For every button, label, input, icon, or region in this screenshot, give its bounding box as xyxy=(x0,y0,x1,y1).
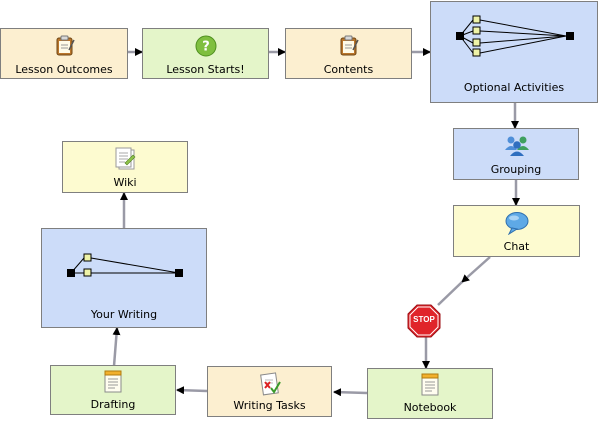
activity-chat[interactable]: Chat xyxy=(453,205,580,257)
activity-label: Lesson Outcomes xyxy=(15,63,113,76)
stop-sign-icon xyxy=(407,304,441,338)
activity-drafting[interactable]: Drafting xyxy=(50,365,176,415)
connector-writing-tasks-to-drafting xyxy=(176,386,208,395)
activity-wiki[interactable]: Wiki xyxy=(62,141,188,193)
notepad-icon xyxy=(340,35,359,56)
document-icon xyxy=(115,147,136,170)
notepad-lines-icon xyxy=(421,373,439,396)
people-group-icon xyxy=(505,136,529,156)
activity-label: Your Writing xyxy=(90,308,158,321)
activity-contents[interactable]: Contents xyxy=(285,28,412,79)
activity-grouping[interactable]: Grouping xyxy=(453,128,579,180)
activity-label: Notebook xyxy=(403,401,457,414)
activity-optional-activities[interactable]: Optional Activities xyxy=(430,1,598,103)
activity-label: Drafting xyxy=(90,398,136,411)
activity-lesson-outcomes[interactable]: Lesson Outcomes xyxy=(0,28,128,79)
question-icon: ? xyxy=(195,35,217,57)
activity-label: Optional Activities xyxy=(463,81,565,94)
speech-bubble-icon xyxy=(505,212,529,235)
branching-icon xyxy=(456,15,574,57)
stop-label: STOP xyxy=(413,315,435,324)
connector-drafting-to-your-writing xyxy=(112,327,121,367)
activity-label: Wiki xyxy=(113,176,137,189)
activity-label: Chat xyxy=(503,240,530,253)
activity-your-writing[interactable]: Your Writing xyxy=(41,228,207,328)
activity-label: Lesson Starts! xyxy=(166,63,245,76)
notepad-icon xyxy=(56,35,75,56)
activity-lesson-starts[interactable]: ? Lesson Starts! xyxy=(142,28,269,79)
connector-notebook-to-writing-tasks xyxy=(333,388,368,397)
notepad-lines-icon xyxy=(104,370,122,393)
activity-notebook[interactable]: Notebook xyxy=(367,368,493,419)
activity-label: Contents xyxy=(323,63,374,76)
activity-label: Grouping xyxy=(490,163,542,176)
stop-gate[interactable]: STOP xyxy=(407,304,441,338)
activity-label: Writing Tasks xyxy=(233,399,306,412)
activity-writing-tasks[interactable]: Writing Tasks xyxy=(207,366,332,417)
branching-icon xyxy=(67,253,183,277)
svg-text:?: ? xyxy=(202,40,210,55)
connector-chat-to-stop xyxy=(461,256,491,283)
assessment-icon xyxy=(260,372,281,396)
